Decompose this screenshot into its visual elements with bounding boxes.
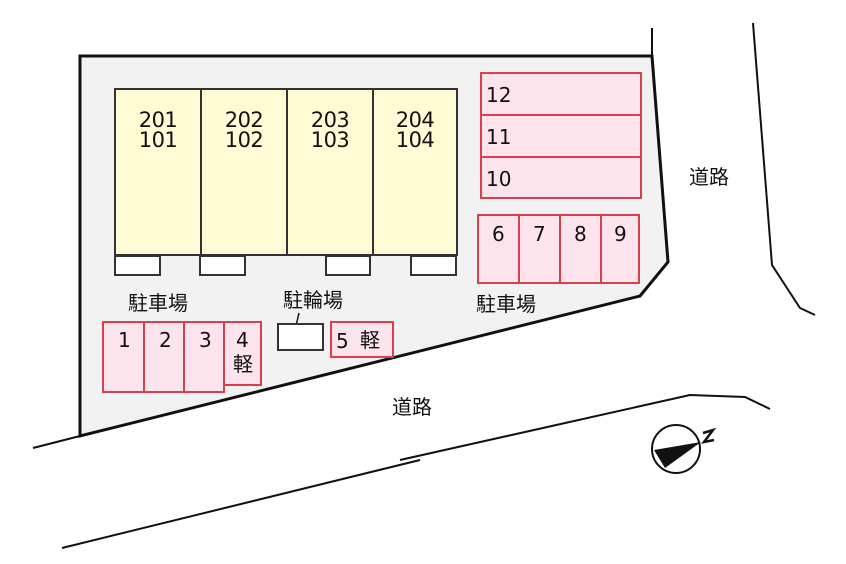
space-number: 6 (492, 222, 505, 246)
space-number: 1 (118, 328, 131, 352)
space-number: 7 (533, 222, 546, 246)
parking-space-3[interactable]: 3 (183, 321, 225, 393)
compass (651, 424, 717, 474)
road-edge-south-far (399, 393, 771, 461)
unit-number-lower: 101 (138, 128, 178, 152)
road-edge-south-upper (32, 435, 81, 449)
unit-203-103[interactable]: 203 103 (286, 88, 374, 256)
space-number: 11 (486, 125, 512, 149)
unit-number-upper: 201 (138, 108, 178, 132)
entrance-step-103 (325, 255, 371, 276)
north-arrow-icon: N (703, 426, 717, 442)
space-number: 10 (486, 167, 512, 191)
parking-space-8[interactable]: 8 (559, 214, 602, 284)
unit-number-lower: 102 (224, 128, 264, 152)
unit-number-upper: 202 (224, 108, 264, 132)
road-edge-south-lower (61, 459, 421, 549)
unit-number-lower: 103 (310, 128, 350, 152)
unit-label: 202 102 (202, 108, 286, 152)
unit-number-upper: 204 (395, 108, 435, 132)
space-number: 2 (159, 328, 172, 352)
space-number: 8 (574, 222, 587, 246)
space-number: 4 (236, 328, 249, 352)
unit-201-101[interactable]: 201 101 (114, 88, 202, 256)
parking-space-6[interactable]: 6 (477, 214, 520, 284)
parking-space-9[interactable]: 9 (600, 214, 640, 284)
road-edge-east-outer (752, 22, 816, 316)
bicycle-parking-area[interactable] (277, 323, 324, 351)
space-number: 5 (336, 329, 349, 353)
entrance-step-102 (199, 255, 246, 276)
parking-space-12[interactable]: 12 (480, 72, 642, 116)
road-label-south: 道路 (392, 395, 432, 419)
parking-space-7[interactable]: 7 (518, 214, 561, 284)
space-number: 3 (199, 328, 212, 352)
parking-space-11[interactable]: 11 (480, 114, 642, 158)
parking-space-4-kei[interactable]: 4 軽 (223, 321, 262, 386)
road-label-east: 道路 (689, 165, 729, 189)
kei-car-label: 軽 (360, 328, 380, 352)
parking-space-1[interactable]: 1 (102, 321, 145, 393)
unit-label: 201 101 (116, 108, 200, 152)
parking-space-2[interactable]: 2 (143, 321, 185, 393)
entrance-step-101 (114, 255, 161, 276)
parking-space-10[interactable]: 10 (480, 156, 642, 199)
space-number: 12 (486, 83, 512, 107)
unit-number-upper: 203 (310, 108, 350, 132)
kei-car-label: 軽 (233, 352, 253, 376)
unit-label: 204 104 (374, 108, 456, 152)
parking-right-label: 駐車場 (476, 292, 536, 316)
bicycle-parking-label: 駐輪場 (283, 288, 343, 312)
parking-space-5-kei[interactable]: 5 軽 (330, 321, 394, 358)
unit-number-lower: 104 (395, 128, 435, 152)
entrance-step-104 (410, 255, 457, 276)
unit-label: 203 103 (288, 108, 372, 152)
parking-left-label: 駐車場 (128, 291, 188, 315)
unit-202-102[interactable]: 202 102 (200, 88, 288, 256)
space-number: 9 (614, 222, 627, 246)
unit-204-104[interactable]: 204 104 (372, 88, 458, 256)
